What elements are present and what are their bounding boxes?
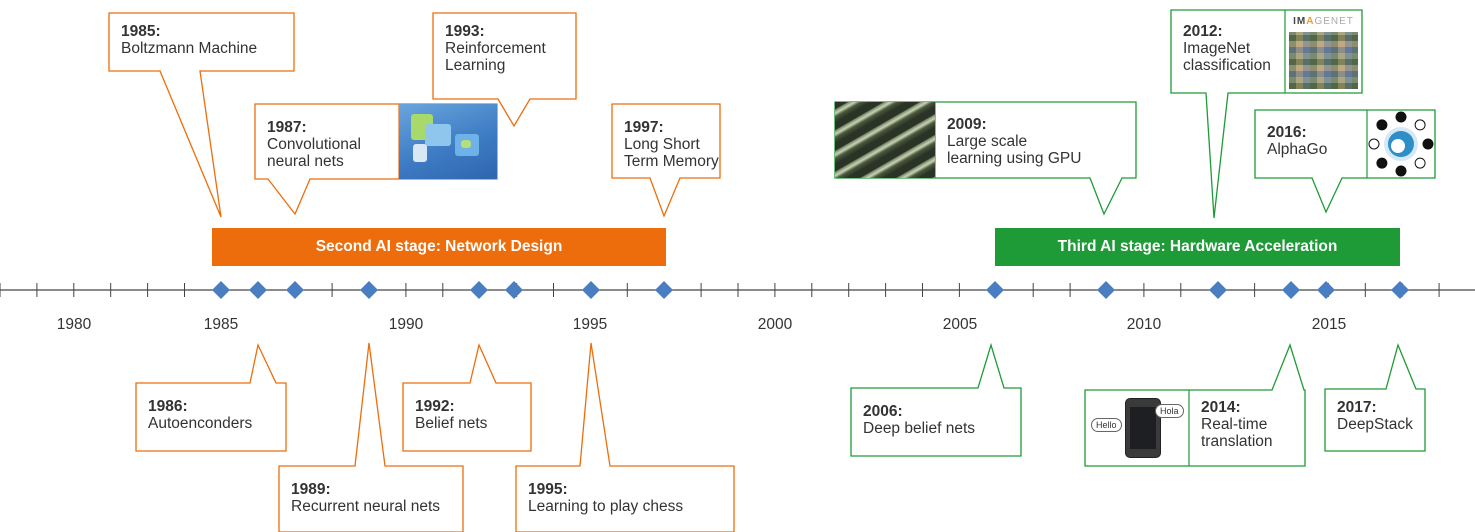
milestone-2009-large-scale-learning-gpu: 2009: Large scale learning using GPU — [935, 106, 1093, 167]
milestone-1997-long-short-term-memory: 1997: Long Short Term Memory — [612, 109, 731, 170]
milestone-year: 1993: — [445, 23, 485, 40]
speech-bubble-hello: Hello — [1091, 418, 1122, 432]
milestone-1993-reinforcement-learning: 1993: Reinforcement Learning — [433, 13, 558, 74]
milestone-marker — [360, 281, 378, 299]
milestone-1992-belief-nets: 1992: Belief nets — [403, 388, 499, 432]
milestone-year: 1997: — [624, 119, 664, 136]
milestone-year: 1989: — [291, 481, 331, 498]
milestone-year: 1992: — [415, 398, 455, 415]
callout-box — [611, 103, 721, 218]
milestone-1989-recurrent-neural-nets: 1989: Recurrent neural nets — [279, 471, 452, 515]
imagenet-mosaic — [1289, 32, 1358, 89]
milestone-year: 2017: — [1337, 399, 1377, 416]
timeline-markers — [212, 281, 1409, 299]
axis-label-2005: 2005 — [942, 316, 978, 333]
milestone-label: Reinforcement Learning — [445, 40, 546, 74]
callout-box — [850, 342, 1022, 457]
milestone-marker — [1282, 281, 1300, 299]
milestone-2006-deep-belief-nets: 2006: Deep belief nets — [851, 393, 987, 437]
milestone-year: 2014: — [1201, 399, 1241, 416]
milestone-marker — [1097, 281, 1115, 299]
speech-bubble-hola: Hola — [1155, 404, 1184, 418]
milestone-label: Long Short Term Memory — [624, 136, 719, 170]
milestone-label: Deep belief nets — [863, 420, 976, 437]
callout-box — [1324, 342, 1426, 452]
axis-label-1990: 1990 — [388, 316, 424, 333]
axis-label-1980: 1980 — [56, 316, 92, 333]
milestone-marker — [1317, 281, 1335, 299]
milestone-marker — [286, 281, 304, 299]
stage-bar-network-design: Second AI stage: Network Design — [212, 228, 666, 266]
milestone-year: 2009: — [947, 116, 987, 133]
milestone-marker — [212, 281, 230, 299]
milestone-2014-real-time-translation: 2014: Real-time translation — [1189, 389, 1285, 450]
imagenet-image: IMAGENET — [1285, 10, 1362, 93]
milestone-year: 1987: — [267, 119, 307, 136]
cnn-diagram-image — [399, 104, 497, 179]
milestone-marker — [470, 281, 488, 299]
milestone-label: Convolutional neural nets — [267, 136, 361, 170]
callout-box — [515, 342, 735, 532]
axis-label-2010: 2010 — [1126, 316, 1162, 333]
alphago-logo-image — [1368, 111, 1434, 177]
axis-label-1985: 1985 — [203, 316, 239, 333]
milestone-year: 2016: — [1267, 124, 1307, 141]
axis-label-2000: 2000 — [757, 316, 793, 333]
stage-bar-hardware-acceleration: Third AI stage: Hardware Acceleration — [995, 228, 1400, 266]
milestone-label: Learning to play chess — [528, 498, 684, 515]
axis-label-1995: 1995 — [572, 316, 608, 333]
callout-box — [402, 342, 532, 452]
gpu-image — [835, 102, 935, 178]
milestone-label: Large scale learning using GPU — [947, 133, 1082, 167]
milestone-label: DeepStack — [1337, 416, 1413, 433]
milestone-year: 2006: — [863, 403, 903, 420]
milestone-year: 2012: — [1183, 23, 1223, 40]
milestone-year: 1986: — [148, 398, 188, 415]
milestone-1987-convolutional-neural-nets: 1987: Convolutional neural nets — [255, 109, 373, 170]
milestone-marker — [986, 281, 1004, 299]
milestone-2012-imagenet-classification: 2012: ImageNet classification — [1171, 13, 1283, 74]
milestone-label: ImageNet classification — [1183, 40, 1271, 74]
milestone-label: Recurrent neural nets — [291, 498, 441, 515]
milestone-1985-boltzmann-machine: 1985: Boltzmann Machine — [109, 13, 269, 57]
milestone-label: Real-time translation — [1201, 416, 1273, 450]
milestone-marker — [655, 281, 673, 299]
imagenet-logo: IMAGENET — [1293, 16, 1354, 27]
milestone-year: 1995: — [528, 481, 568, 498]
milestone-label: Autoenconders — [148, 415, 253, 432]
callout-box — [432, 12, 577, 128]
milestone-2017-deepstack: 2017: DeepStack — [1325, 389, 1425, 433]
milestone-marker — [249, 281, 267, 299]
milestone-marker — [582, 281, 600, 299]
milestone-1986-autoenconders: 1986: Autoenconders — [136, 388, 264, 432]
callout-box — [278, 342, 464, 532]
milestone-marker — [1209, 281, 1227, 299]
callout-box — [108, 12, 295, 218]
axis-label-2015: 2015 — [1311, 316, 1347, 333]
milestone-2016-alphago: 2016: AlphaGo — [1255, 114, 1339, 158]
callout-box — [135, 342, 287, 452]
milestone-1995-learning-to-play-chess: 1995: Learning to play chess — [516, 471, 695, 515]
milestone-marker — [1391, 281, 1409, 299]
milestone-label: Boltzmann Machine — [121, 40, 258, 57]
milestone-label: Belief nets — [415, 415, 488, 432]
phone-translation-image: Hello Hola — [1085, 390, 1189, 466]
milestone-marker — [505, 281, 523, 299]
milestone-year: 1985: — [121, 23, 161, 40]
milestone-label: AlphaGo — [1267, 141, 1328, 158]
